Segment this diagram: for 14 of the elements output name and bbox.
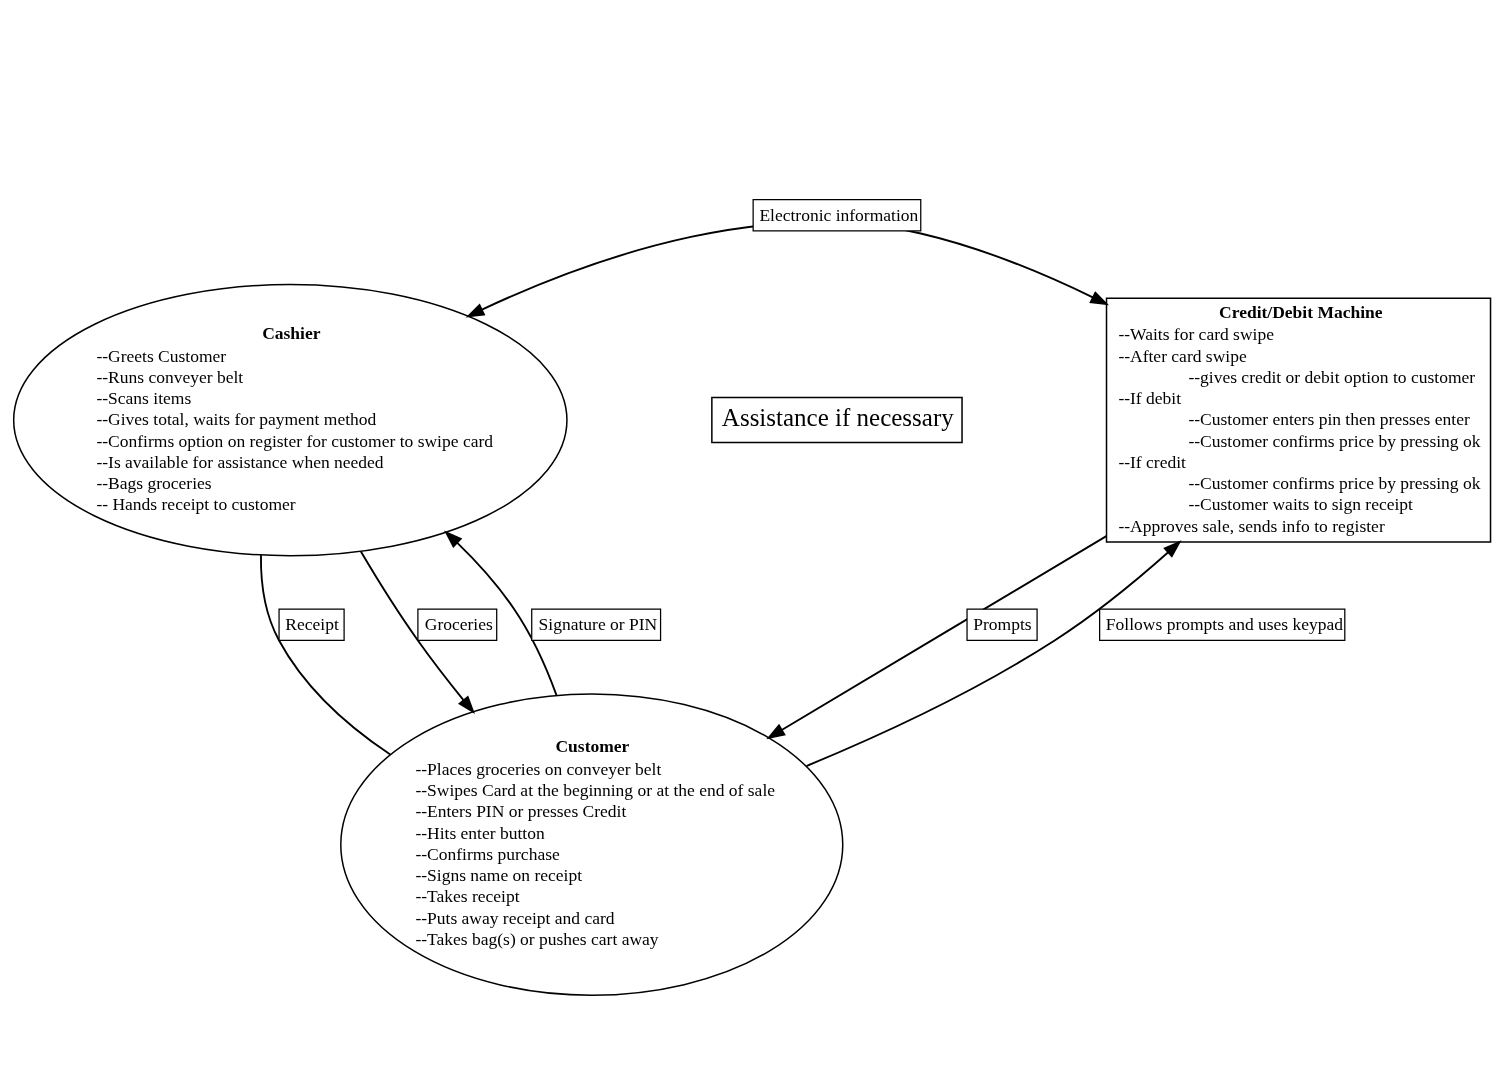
node-box: Assistance if necessary	[711, 396, 963, 443]
edge-label: Receipt	[285, 613, 339, 634]
edge-label: Prompts	[973, 613, 1032, 634]
arrow	[359, 549, 475, 714]
node-box: Credit/Debit Machine --Waits for card swipe --After card swipe --gives credit or debit option to customer --If debit --Customer enters pin then presses enter --Customer confirms price by pressing ok --If credit --Customer confirms price by pressing ok --Customer waits to sign receipt --Approves sale, sends info to register	[1105, 296, 1492, 543]
arrow	[444, 529, 558, 696]
edge-label: Signature or PIN	[538, 613, 658, 634]
arrow	[766, 534, 1108, 739]
edge-label: Electronic information	[759, 204, 919, 225]
arrow	[805, 539, 1182, 767]
connector	[260, 553, 392, 755]
edge-label: Groceries	[424, 613, 493, 634]
edge-label: Follows prompts and uses keypad	[1105, 613, 1344, 634]
node-ellipse: Cashier --Greets Customer --Runs conveyer belt --Scans items --Gives total, waits for payment method --Confirms option on register for customer to swipe card --Is available for assistance when needed --Bags groceries -- Hands receipt to customer	[12, 283, 568, 556]
